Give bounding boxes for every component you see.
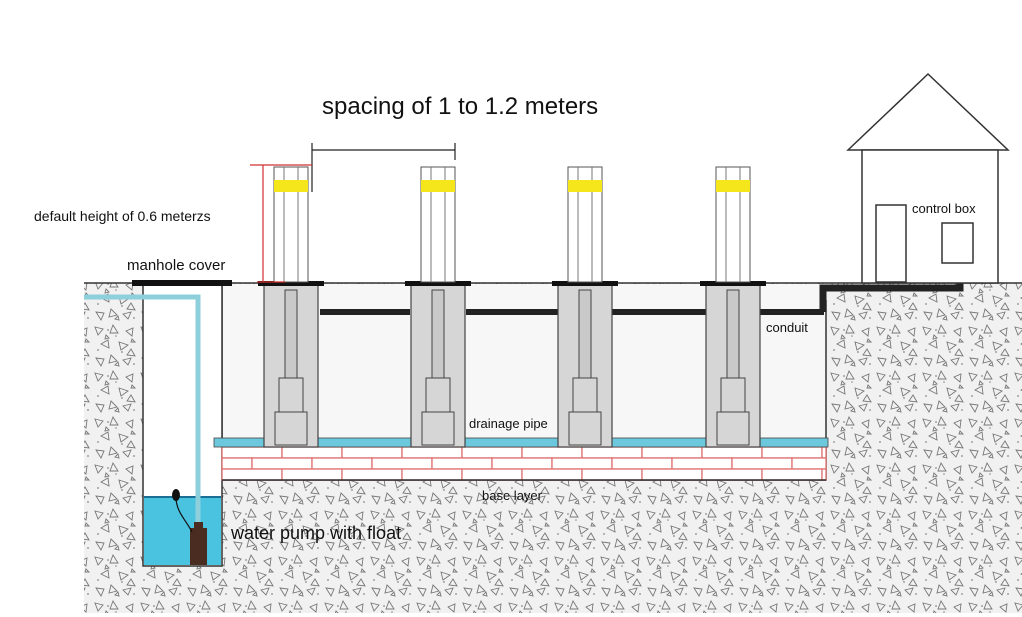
manhole-cover-label: manhole cover bbox=[127, 257, 226, 274]
conduit-label: conduit bbox=[766, 320, 808, 335]
spacing-label: spacing of 1 to 1.2 meters bbox=[322, 93, 599, 120]
reflective-band bbox=[568, 180, 602, 192]
control-box bbox=[941, 222, 974, 264]
brick-base bbox=[221, 446, 827, 481]
reflective-band bbox=[274, 180, 308, 192]
bollard-2 bbox=[405, 166, 471, 448]
manhole-cover bbox=[132, 280, 232, 286]
water-pump bbox=[190, 522, 207, 565]
reflective-band bbox=[716, 180, 750, 192]
base-layer-label: base layer bbox=[482, 488, 542, 503]
water-pump-label: water pump with float bbox=[231, 523, 402, 543]
water-level bbox=[144, 497, 221, 565]
default-height-label: default height of 0.6 meterzs bbox=[34, 208, 211, 224]
bollard-1 bbox=[258, 166, 324, 448]
drainage-pipe-label: drainage pipe bbox=[469, 416, 548, 431]
drainage-pipe bbox=[213, 437, 829, 448]
house bbox=[846, 72, 1010, 284]
control-box-label: control box bbox=[912, 201, 976, 216]
bollard-post bbox=[273, 166, 309, 283]
bollard-3 bbox=[552, 166, 618, 448]
bollard-post bbox=[715, 166, 751, 283]
bollard-post bbox=[420, 166, 456, 283]
reflective-band bbox=[421, 180, 455, 192]
house-door bbox=[875, 204, 907, 283]
discharge-pipe bbox=[84, 294, 201, 530]
manhole-shaft bbox=[142, 283, 223, 567]
bollard-post bbox=[567, 166, 603, 283]
bollard-4 bbox=[700, 166, 766, 448]
height-dimension bbox=[250, 164, 312, 283]
float-switch bbox=[172, 489, 180, 501]
spacing-dimension bbox=[311, 143, 456, 192]
